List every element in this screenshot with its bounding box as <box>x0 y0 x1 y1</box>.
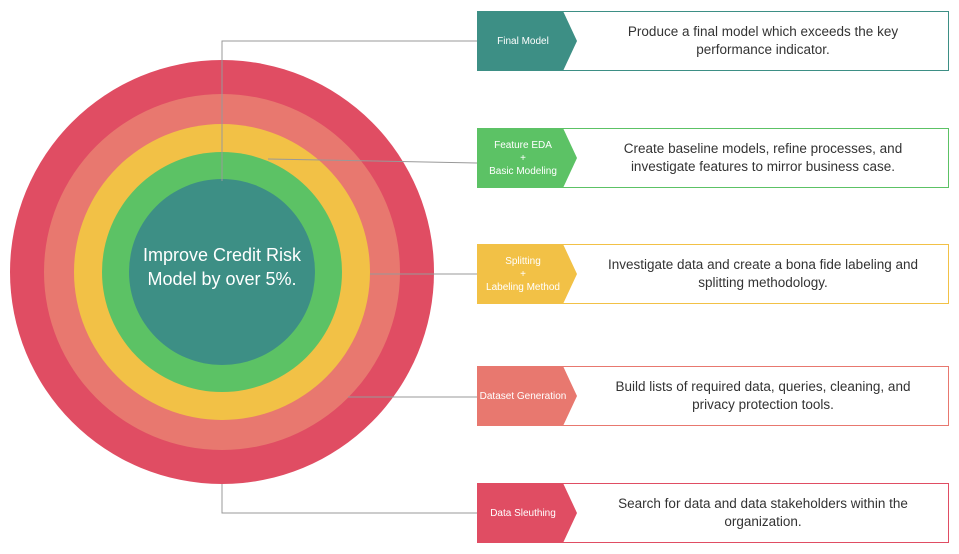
stage-tag-text: + <box>520 152 526 164</box>
connector-data-sleuthing <box>221 484 477 514</box>
stage-tag-text: Dataset Generation <box>479 390 567 402</box>
stage-description: Search for data and data stakeholders wi… <box>618 496 908 529</box>
stage-tag: Dataset Generation <box>477 366 577 426</box>
stage-tag-text: + <box>520 268 526 280</box>
stage-row: Final Model Produce a final model which e… <box>477 11 949 71</box>
center-goal-line1: Improve Credit Risk <box>142 245 302 265</box>
stage-tag: Splitting+Labeling Method <box>477 244 577 304</box>
stage-row: Feature EDA+Basic Modeling Create baselin… <box>477 128 949 188</box>
connector-final-model <box>221 40 477 181</box>
stage-tag-text: Final Model <box>497 35 549 47</box>
stage-description: Build lists of required data, queries, c… <box>615 379 911 412</box>
core-circle <box>129 179 315 365</box>
stage-tag-text: Basic Modeling <box>489 165 557 177</box>
stage-tag-text: Splitting <box>505 255 541 267</box>
stage-row: Dataset Generation Build lists of require… <box>477 366 949 426</box>
stage-tag-text: Labeling Method <box>486 281 560 293</box>
center-goal-text: Improve Credit Risk Model by over 5%. <box>122 243 322 291</box>
stage-tag: Data Sleuthing <box>477 483 577 543</box>
stage-tag-text: Data Sleuthing <box>490 507 556 519</box>
stage-description: Investigate data and create a bona fide … <box>608 257 918 290</box>
stage-description: Create baseline models, refine processes… <box>623 141 903 174</box>
stage-tag: Final Model <box>477 11 577 71</box>
stage-row: Splitting+Labeling Method Investigate dat… <box>477 244 949 304</box>
stage-tag: Feature EDA+Basic Modeling <box>477 128 577 188</box>
stage-description: Produce a final model which exceeds the … <box>627 24 899 57</box>
stage-row: Data Sleuthing Search for data and data s… <box>477 483 949 543</box>
stage-tag-text: Feature EDA <box>494 139 552 151</box>
connector-feature-eda <box>267 158 478 164</box>
center-goal-line2: Model by over 5%. <box>147 269 297 289</box>
